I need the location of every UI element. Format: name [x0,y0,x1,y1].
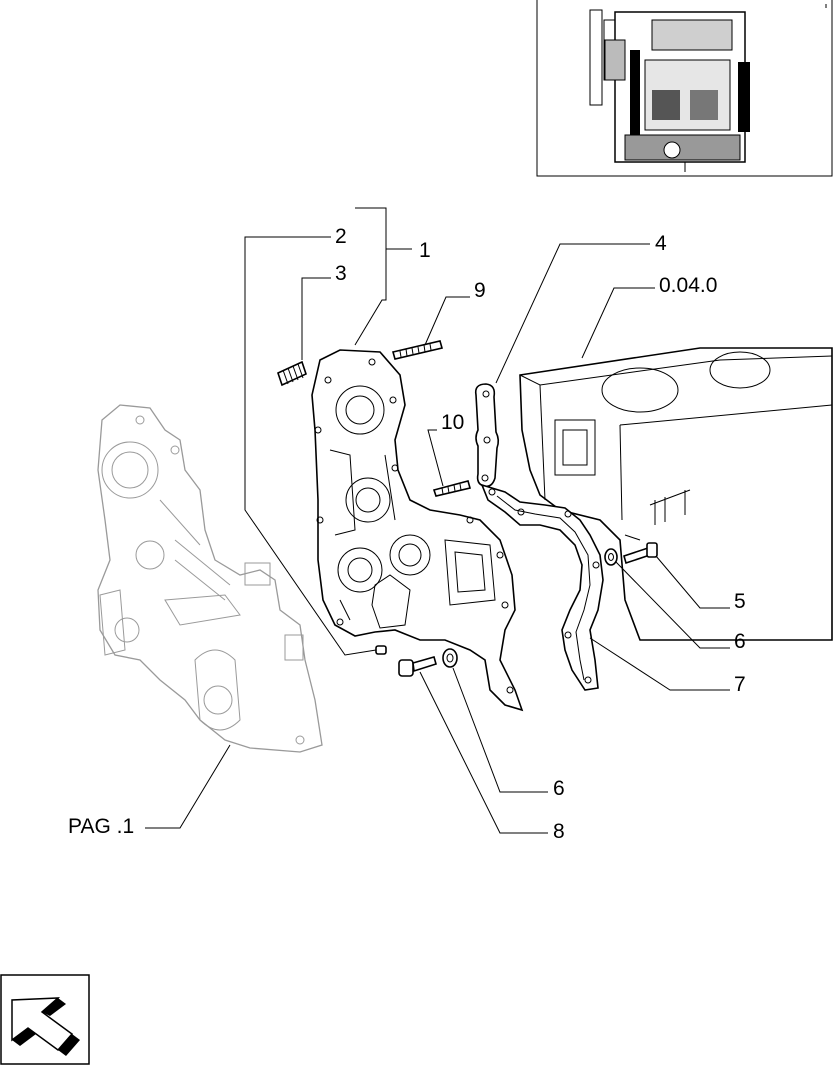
part-6-washer-upper[interactable] [604,548,618,566]
callout-1[interactable]: 1 [419,239,431,262]
callout-9[interactable]: 9 [474,279,486,302]
callout-3[interactable]: 3 [335,262,347,285]
callout-6-upper[interactable]: 6 [734,630,746,653]
part-9-stud[interactable] [392,340,443,360]
callout-7[interactable]: 7 [734,673,746,696]
callout-10[interactable]: 10 [441,411,464,434]
callout-labels: 1 2 3 4 0.04.0 9 10 5 6 7 6 8 PAG .1 [68,225,746,843]
part-10-stud[interactable] [432,480,471,497]
part-5-screw[interactable] [623,542,658,565]
engine-block [519,347,833,641]
back-arrow-icon[interactable] [0,974,90,1065]
part-6-washer-lower[interactable] [442,648,458,668]
part-4-gasket[interactable] [474,383,500,488]
callout-2[interactable]: 2 [335,225,347,248]
part-1-timing-plate[interactable] [311,349,524,712]
callout-0-04-0[interactable]: 0.04.0 [659,274,717,297]
callout-5[interactable]: 5 [734,590,746,613]
front-cover-reference [97,404,323,753]
callout-6-lower[interactable]: 6 [553,777,565,800]
part-7-gasket[interactable] [480,483,604,691]
part-3-spring[interactable] [277,360,307,387]
engine-thumbnail-icon [589,9,750,172]
engine-thumbnail[interactable] [536,0,833,177]
part-2-dowel[interactable] [375,645,387,655]
callout-pag-1[interactable]: PAG .1 [68,815,134,838]
callout-4[interactable]: 4 [655,232,667,255]
leader-lines [145,207,730,834]
callout-8[interactable]: 8 [553,820,565,843]
part-8-screw[interactable] [398,656,437,677]
